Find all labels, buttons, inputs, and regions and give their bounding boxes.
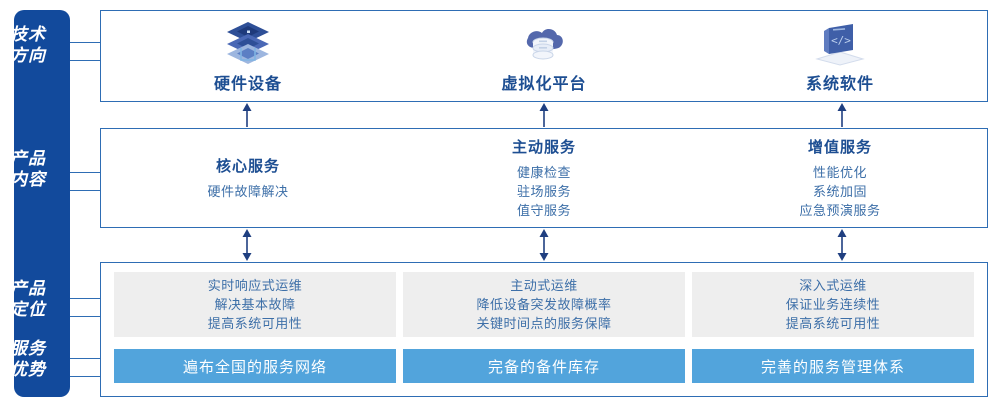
cloud-database-icon bbox=[526, 29, 563, 60]
connector-line bbox=[70, 60, 100, 61]
service-advantage-row: 遍布全国的服务网络 完备的备件库存 完善的服务管理体系 bbox=[114, 349, 974, 383]
positioning-card-indepth[interactable]: 深入式运维 保证业务连续性 提高系统可用性 bbox=[692, 272, 974, 337]
content-list-item: 硬件故障解决 bbox=[207, 184, 289, 199]
rail-label-tech-direction: 技术 方向 bbox=[10, 25, 46, 65]
product-content-box bbox=[100, 128, 988, 228]
positioning-line: 关键时间点的服务保障 bbox=[476, 316, 612, 331]
connector-line bbox=[70, 298, 100, 299]
tech-item-label: 硬件设备 bbox=[213, 76, 282, 93]
positioning-line: 实时响应式运维 bbox=[207, 278, 303, 293]
svg-text:</>: </> bbox=[831, 34, 851, 47]
positioning-card-proactive[interactable]: 主动式运维 降低设备突发故障概率 关键时间点的服务保障 bbox=[403, 272, 685, 337]
tech-direction-row: 硬件设备 虚拟化平台 </> 系统软件 bbox=[100, 10, 988, 102]
positioning-line: 主动式运维 bbox=[510, 278, 578, 293]
connector-line bbox=[70, 358, 100, 359]
content-item-core-service[interactable]: 核心服务 硬件故障解决 bbox=[100, 128, 396, 228]
tech-item-hardware[interactable]: 硬件设备 bbox=[100, 10, 396, 102]
arrow-up-down bbox=[837, 229, 847, 261]
connector-line bbox=[70, 42, 100, 43]
positioning-line: 深入式运维 bbox=[799, 278, 867, 293]
advantage-banner-network[interactable]: 遍布全国的服务网络 bbox=[114, 349, 396, 383]
positioning-line: 保证业务连续性 bbox=[785, 297, 881, 312]
connector-line bbox=[70, 376, 100, 377]
tech-item-label: 系统软件 bbox=[805, 76, 874, 93]
content-list-item: 值守服务 bbox=[516, 203, 571, 218]
rail-label-product-position: 产品 定位 bbox=[10, 279, 46, 319]
product-positioning-row: 实时响应式运维 解决基本故障 提高系统可用性 主动式运维 降低设备突发故障概率 … bbox=[100, 262, 988, 397]
connector-line bbox=[70, 190, 100, 191]
content-list-item: 驻场服务 bbox=[516, 184, 571, 199]
content-title: 主动服务 bbox=[511, 139, 576, 156]
arrow-up-down bbox=[242, 229, 252, 261]
content-title: 核心服务 bbox=[215, 158, 280, 175]
rail-label-product-content: 产品 内容 bbox=[10, 149, 46, 189]
content-list-item: 应急预演服务 bbox=[799, 203, 881, 218]
advantage-banner-inventory[interactable]: 完备的备件库存 bbox=[403, 349, 685, 383]
connector-line bbox=[70, 316, 100, 317]
arrow-up bbox=[242, 103, 252, 127]
content-list-item: 性能优化 bbox=[812, 165, 867, 180]
positioning-line: 解决基本故障 bbox=[214, 297, 296, 312]
positioning-line: 提高系统可用性 bbox=[785, 316, 881, 331]
content-title: 增值服务 bbox=[807, 139, 872, 156]
content-item-value-added-service[interactable]: 增值服务 性能优化 系统加固 应急预演服务 bbox=[692, 128, 988, 228]
category-rail bbox=[14, 10, 70, 397]
positioning-line: 降低设备突发故障概率 bbox=[476, 297, 612, 312]
rail-label-service-advantage: 服务 优势 bbox=[10, 339, 46, 379]
server-stack-icon bbox=[227, 22, 269, 64]
tech-item-system-software[interactable]: </> 系统软件 bbox=[692, 10, 988, 102]
positioning-card-realtime[interactable]: 实时响应式运维 解决基本故障 提高系统可用性 bbox=[114, 272, 396, 337]
product-content-row: 核心服务 硬件故障解决 主动服务 健康检查 驻场服务 值守服务 增值服务 性能优… bbox=[100, 128, 988, 228]
content-list-item: 健康检查 bbox=[516, 165, 571, 180]
tech-item-virtualization[interactable]: 虚拟化平台 bbox=[396, 10, 692, 102]
arrow-up-down bbox=[539, 229, 549, 261]
connector-line bbox=[70, 172, 100, 173]
arrow-up bbox=[837, 103, 847, 127]
content-item-proactive-service[interactable]: 主动服务 健康检查 驻场服务 值守服务 bbox=[396, 128, 692, 228]
tech-item-label: 虚拟化平台 bbox=[501, 76, 587, 93]
arrow-up bbox=[539, 103, 549, 127]
software-code-icon: </> bbox=[815, 24, 865, 66]
positioning-line: 提高系统可用性 bbox=[207, 316, 303, 331]
advantage-banner-management[interactable]: 完善的服务管理体系 bbox=[692, 349, 974, 383]
content-list-item: 系统加固 bbox=[812, 184, 867, 199]
